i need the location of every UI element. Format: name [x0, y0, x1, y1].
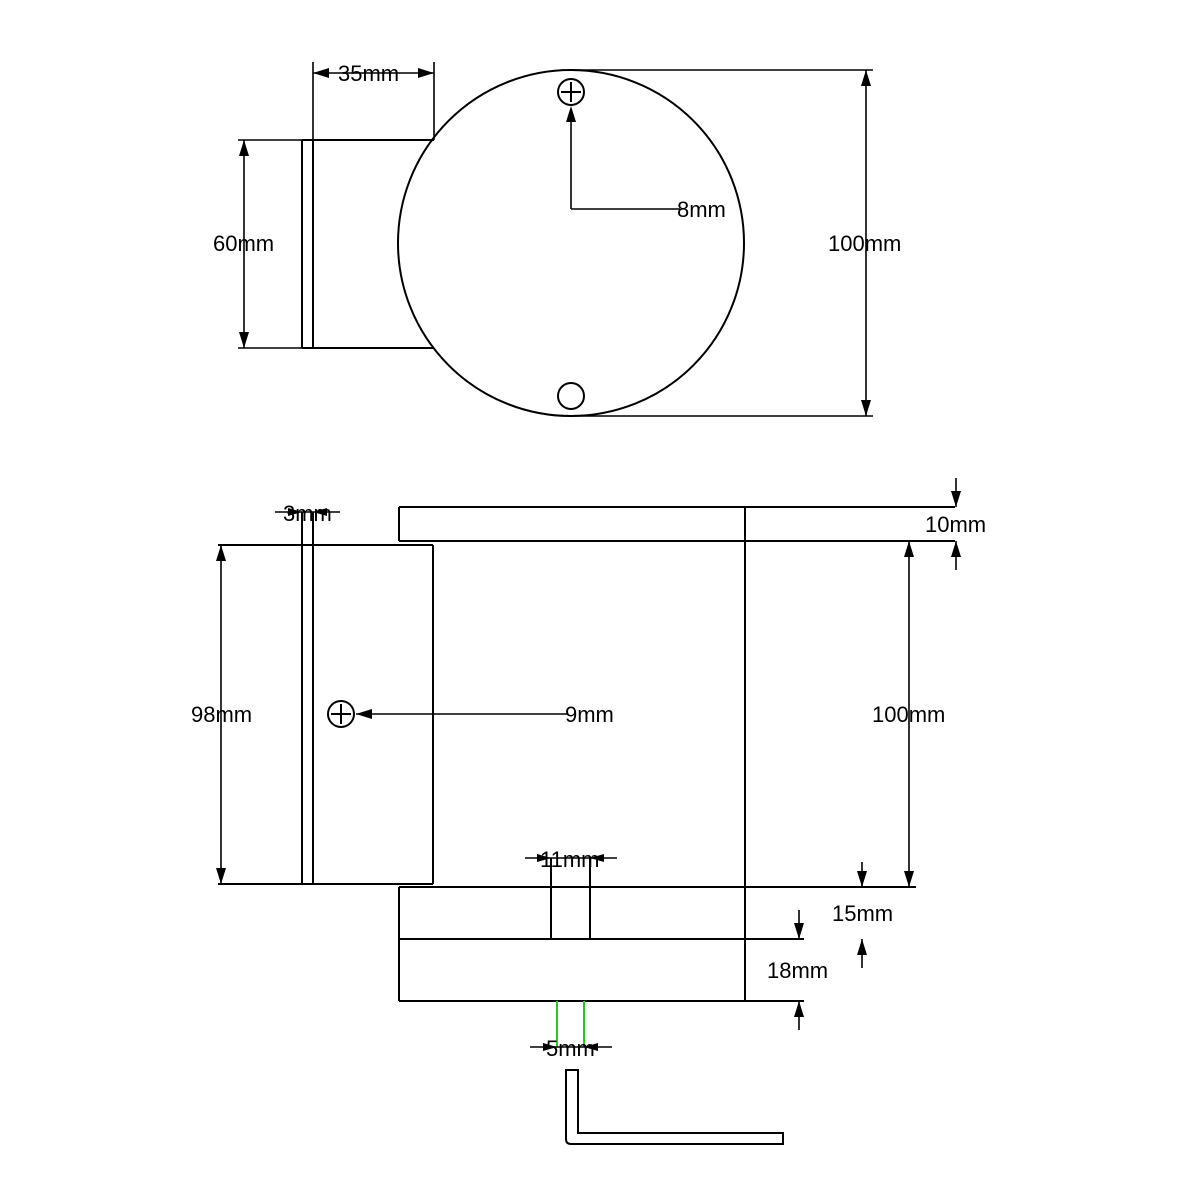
screw-head-icon — [327, 700, 355, 728]
pin-width-label: 5mm — [546, 1036, 595, 1061]
top-height-label: 60mm — [213, 231, 274, 256]
top-diameter-label: 100mm — [828, 231, 901, 256]
base-lower-label: 18mm — [767, 958, 828, 983]
side-height-label: 98mm — [191, 702, 252, 727]
screw-leader — [356, 709, 568, 719]
top-cap — [398, 506, 955, 542]
screw-label: 9mm — [565, 702, 614, 727]
side-height-dimension — [216, 545, 226, 884]
top-width-label: 35mm — [338, 61, 399, 86]
side-view: 3mm 98mm 9mm 10mm — [191, 478, 986, 1145]
allen-key-icon — [565, 1069, 784, 1145]
top-cap-dimension — [951, 478, 961, 570]
body-height-dimension — [904, 541, 914, 887]
screw-head-icon — [557, 78, 585, 106]
body-height-label: 100mm — [872, 702, 945, 727]
plate-thickness-label: 3mm — [283, 501, 332, 526]
base-block — [398, 886, 916, 1002]
pin — [530, 1001, 612, 1051]
top-diameter-dimension — [571, 69, 873, 417]
base-upper-dimension — [794, 910, 867, 968]
base-lower-dimension — [794, 1001, 804, 1030]
top-view: 8mm 35mm 60mm 100mm — [213, 61, 901, 417]
hole-offset-label: 8mm — [677, 197, 726, 222]
body-bottom-arrow — [857, 862, 867, 887]
slot-width-label: 11mm — [540, 847, 600, 872]
hole-icon — [557, 382, 585, 410]
hole-offset-leader — [566, 106, 680, 210]
plate-thickness-dimension — [275, 508, 340, 516]
side-plate — [301, 512, 314, 884]
top-height-dimension — [238, 139, 302, 349]
top-cap-label: 10mm — [925, 512, 986, 537]
slot — [525, 854, 617, 939]
top-mount-plate — [301, 139, 434, 349]
base-upper-label: 15mm — [832, 901, 893, 926]
top-width-dimension — [312, 62, 435, 140]
